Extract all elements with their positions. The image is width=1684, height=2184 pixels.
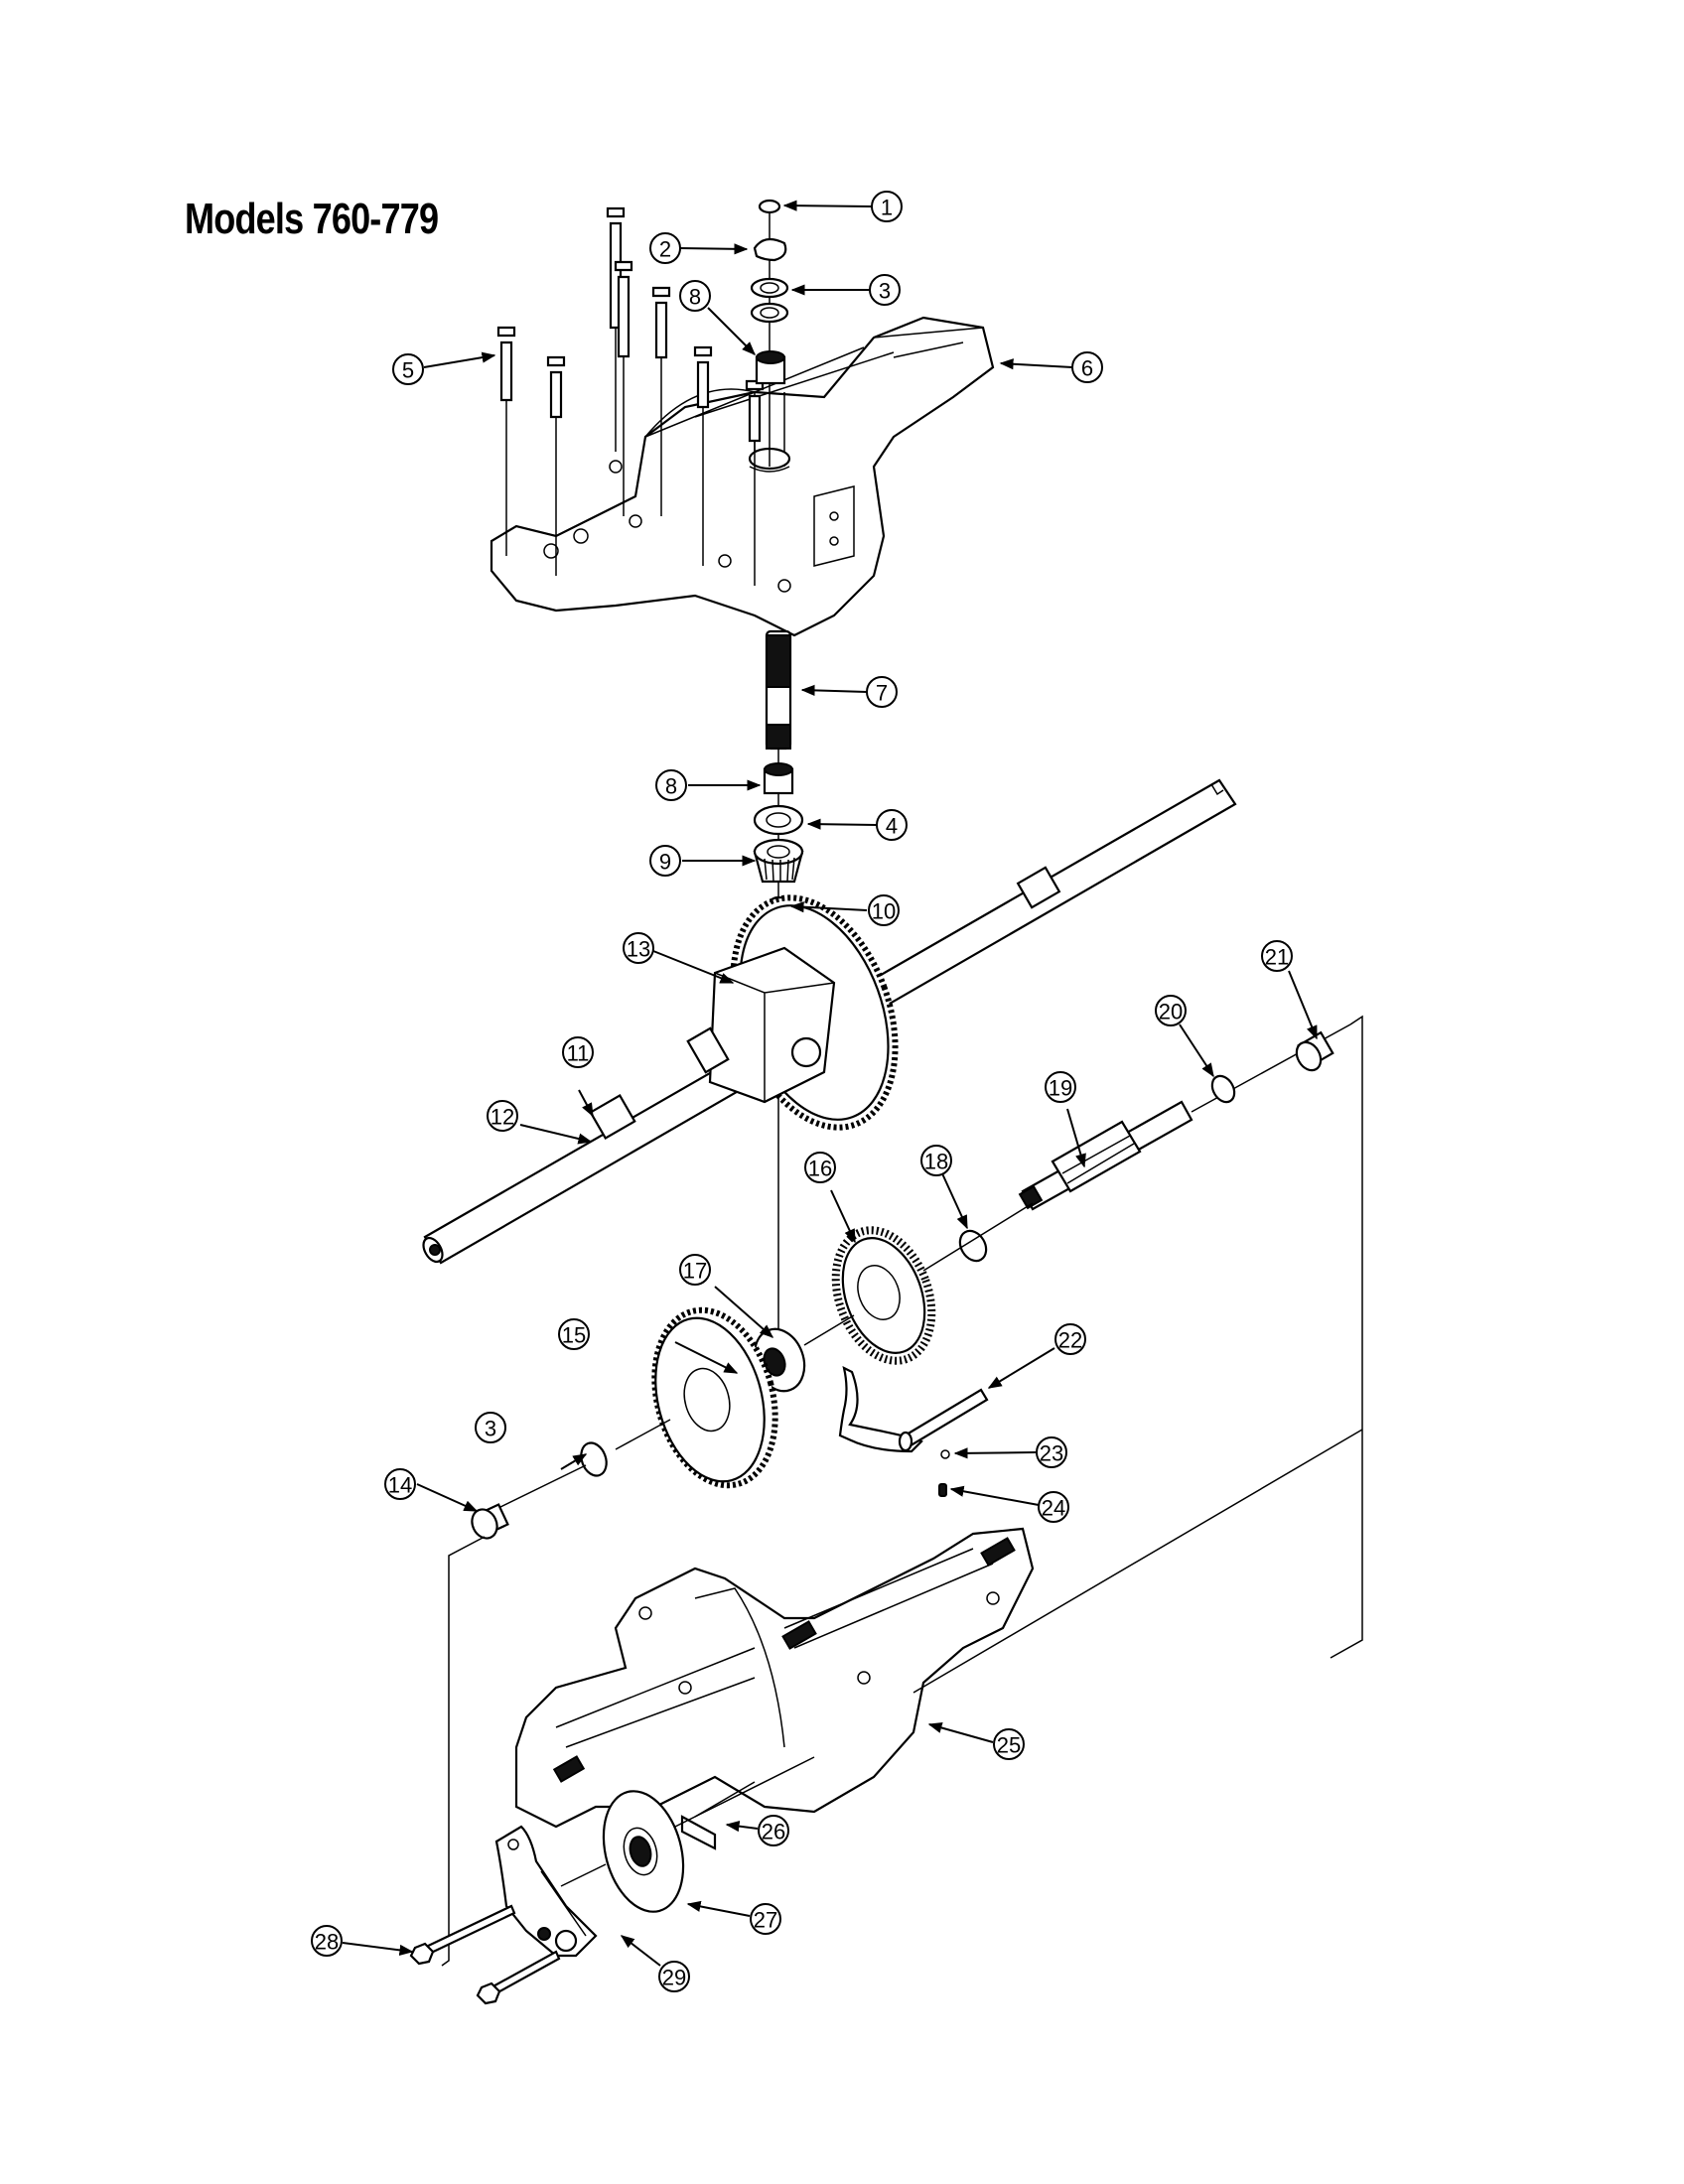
bracket-bolt-part bbox=[409, 1904, 516, 1966]
callout-label: 25 bbox=[997, 1733, 1021, 1758]
callout-12[interactable]: 12 bbox=[487, 1100, 518, 1132]
callout-11[interactable]: 11 bbox=[562, 1036, 594, 1068]
detent-spring-part bbox=[938, 1483, 947, 1497]
thrust-washer-part bbox=[958, 1229, 988, 1263]
callout-label: 20 bbox=[1159, 1000, 1183, 1024]
callout-17[interactable]: 17 bbox=[679, 1254, 711, 1286]
callout-label: 27 bbox=[754, 1908, 777, 1933]
callout-16[interactable]: 16 bbox=[804, 1152, 836, 1183]
detent-ball-part bbox=[940, 1449, 950, 1459]
callout-2[interactable]: 2 bbox=[649, 232, 681, 264]
callout-label: 13 bbox=[627, 937, 650, 962]
thrust-washer-part bbox=[753, 804, 804, 836]
diagram-title: Models 760-779 bbox=[185, 195, 439, 243]
callout-19[interactable]: 19 bbox=[1045, 1071, 1076, 1103]
callout-15[interactable]: 15 bbox=[558, 1318, 590, 1350]
callout-14[interactable]: 14 bbox=[384, 1468, 416, 1500]
callout-4[interactable]: 4 bbox=[876, 809, 908, 841]
countershaft-bushing-part bbox=[1295, 1030, 1334, 1072]
callout-27[interactable]: 27 bbox=[750, 1903, 781, 1935]
callout-label: 10 bbox=[872, 899, 896, 924]
needle-bearing-part bbox=[755, 350, 786, 385]
callout-label: 12 bbox=[491, 1105, 514, 1130]
callout-6[interactable]: 6 bbox=[1071, 351, 1103, 383]
callout-label: 16 bbox=[808, 1157, 832, 1181]
callout-20[interactable]: 20 bbox=[1155, 995, 1187, 1026]
leader-lines bbox=[342, 200, 1318, 1967]
callout-label: 6 bbox=[1081, 356, 1093, 381]
countershaft-part bbox=[1018, 1100, 1193, 1211]
callout-label: 23 bbox=[1040, 1441, 1063, 1466]
callout-28[interactable]: 28 bbox=[311, 1925, 343, 1957]
callout-21[interactable]: 21 bbox=[1261, 940, 1293, 972]
axle-bushing-part bbox=[471, 1503, 509, 1540]
e-clip-part bbox=[753, 237, 787, 262]
lower-needle-bearing-part bbox=[763, 762, 794, 795]
bevel-gear-part bbox=[831, 1226, 936, 1365]
washer-part bbox=[750, 277, 789, 299]
callout-label: 18 bbox=[924, 1150, 948, 1174]
callout-label: 3 bbox=[879, 279, 891, 304]
idler-bracket-part bbox=[494, 1825, 598, 1958]
washer-part bbox=[580, 1441, 608, 1477]
callout-label: 29 bbox=[662, 1966, 686, 1990]
callout-8[interactable]: 8 bbox=[679, 280, 711, 312]
callout-label: 19 bbox=[1049, 1076, 1072, 1101]
callout-label: 8 bbox=[665, 774, 677, 799]
callout-10[interactable]: 10 bbox=[868, 894, 900, 926]
callout-13[interactable]: 13 bbox=[623, 932, 654, 964]
upper-housing-part bbox=[490, 316, 995, 637]
differential-ring-gear-part bbox=[686, 894, 899, 1131]
key-part bbox=[680, 1815, 717, 1850]
bevel-pinion-part bbox=[753, 838, 804, 884]
spur-gear-part bbox=[651, 1306, 778, 1489]
callout-label: 15 bbox=[562, 1323, 586, 1348]
callout-9[interactable]: 9 bbox=[649, 845, 681, 877]
callout-1[interactable]: 1 bbox=[871, 191, 903, 222]
callout-label: 5 bbox=[402, 358, 414, 383]
housing-bolts-part bbox=[496, 206, 765, 586]
callout-label: 9 bbox=[659, 850, 671, 875]
callout-label: 11 bbox=[567, 1041, 590, 1066]
callout-label: 8 bbox=[689, 285, 701, 310]
callout-label: 24 bbox=[1042, 1496, 1065, 1521]
callout-5[interactable]: 5 bbox=[392, 353, 424, 385]
callout-7[interactable]: 7 bbox=[866, 676, 898, 708]
callout-label: 21 bbox=[1265, 945, 1289, 970]
callout-label: 17 bbox=[683, 1259, 707, 1284]
callout-25[interactable]: 25 bbox=[993, 1728, 1025, 1760]
lower-housing-part bbox=[514, 1527, 1035, 1829]
callout-22[interactable]: 22 bbox=[1054, 1323, 1086, 1355]
callout-3[interactable]: 3 bbox=[869, 274, 901, 306]
pulley-part bbox=[602, 1790, 685, 1913]
bracket-bolt-part bbox=[476, 1950, 561, 2005]
callout-label: 4 bbox=[886, 814, 898, 839]
callout-label: 26 bbox=[762, 1820, 785, 1844]
callout-24[interactable]: 24 bbox=[1038, 1491, 1069, 1523]
callout-3[interactable]: 3 bbox=[475, 1412, 506, 1443]
callout-label: 28 bbox=[315, 1930, 339, 1955]
callout-label: 7 bbox=[876, 681, 888, 706]
callout-29[interactable]: 29 bbox=[658, 1961, 690, 1992]
snap-ring-part bbox=[758, 199, 781, 214]
callout-label: 14 bbox=[388, 1473, 412, 1498]
parts-layer bbox=[409, 199, 1363, 2005]
callout-label: 2 bbox=[659, 237, 671, 262]
callout-8[interactable]: 8 bbox=[655, 769, 687, 801]
countershaft-washer-part bbox=[1210, 1074, 1236, 1104]
callout-label: 1 bbox=[881, 196, 893, 220]
callout-23[interactable]: 23 bbox=[1036, 1436, 1067, 1468]
callout-label: 3 bbox=[485, 1417, 496, 1441]
shift-fork-part bbox=[838, 1365, 989, 1453]
callout-18[interactable]: 18 bbox=[920, 1145, 952, 1176]
callout-26[interactable]: 26 bbox=[758, 1815, 789, 1846]
input-shaft-part bbox=[765, 629, 792, 751]
callout-label: 22 bbox=[1058, 1328, 1082, 1353]
